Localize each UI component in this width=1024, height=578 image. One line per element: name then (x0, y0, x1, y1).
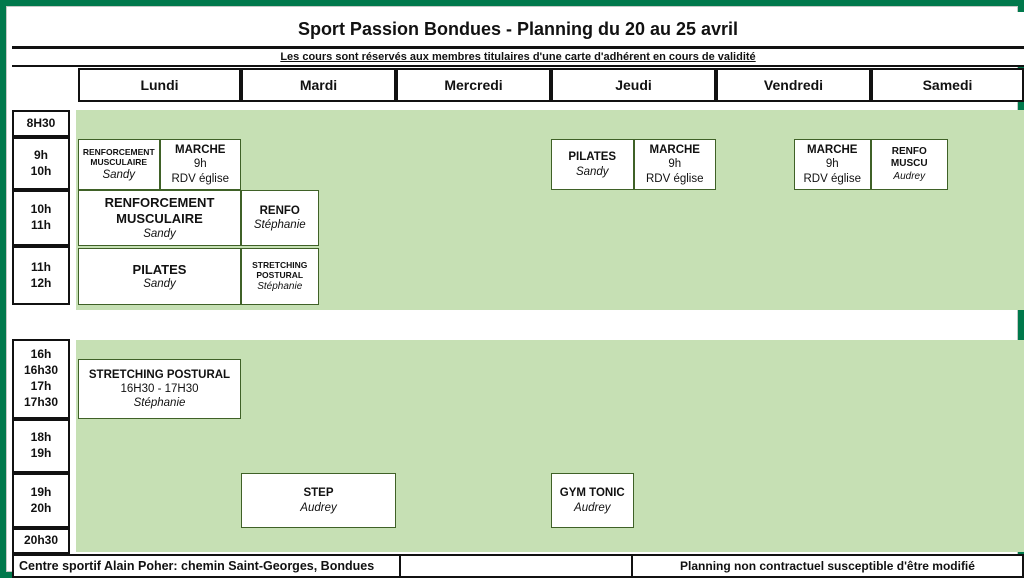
card-line: Audrey (574, 501, 611, 514)
card-line: 9h (825, 158, 839, 171)
card-line: Audrey (300, 501, 337, 514)
card-line: MARCHE (807, 144, 858, 157)
card-line: RDV église (803, 172, 862, 185)
card-line: STRETCHING POSTURAL (88, 368, 231, 381)
time-label: 20h30 (23, 533, 59, 548)
planning-content: Sport Passion Bondues - Planning du 20 a… (12, 12, 1024, 578)
card-line: GYM TONIC (559, 487, 625, 500)
time-label: 8H30 (26, 115, 56, 130)
card-line: Audrey (893, 170, 926, 182)
time-label: 12h (30, 275, 52, 290)
day-header-mercredi: Mercredi (396, 68, 551, 102)
day-header-lundi: Lundi (78, 68, 241, 102)
time-label: 10h (30, 163, 52, 178)
card-line: RENFORCEMENT (104, 195, 215, 211)
card-line: STEP (303, 487, 334, 500)
card-line: PILATES (568, 151, 617, 164)
card-renfo-mardi-10h: RENFO Stéphanie (241, 190, 319, 246)
card-line: PILATES (132, 261, 187, 277)
card-line: 9h (193, 158, 207, 171)
card-line: Stéphanie (133, 397, 186, 409)
time-label: 19h (30, 446, 52, 460)
card-line: RENFO (891, 146, 927, 158)
card-line: 9h (668, 158, 682, 171)
card-line: MUSCULAIRE (90, 157, 148, 168)
time-label: 20h (30, 500, 52, 515)
time-label: 11h (30, 218, 51, 232)
footer-address: Centre sportif Alain Poher: chemin Saint… (12, 554, 401, 578)
card-line: Sandy (143, 278, 176, 291)
card-line: MARCHE (175, 144, 226, 157)
card-line: RENFORCEMENT (82, 147, 155, 158)
footer-empty-box (399, 554, 633, 578)
time-label: 17h30 (23, 394, 59, 409)
card-line: Sandy (102, 168, 136, 181)
time-label: 10h (30, 202, 52, 217)
card-line: RDV église (171, 172, 230, 185)
card-line: Sandy (575, 165, 609, 178)
address-text: Centre sportif Alain Poher: chemin Saint… (19, 559, 375, 573)
time-label: 19h (30, 484, 52, 499)
time-slot-8h30: 8H30 (12, 110, 70, 137)
time-label: 17h (30, 379, 52, 393)
card-line: RDV église (645, 172, 704, 185)
time-label: 9h (33, 147, 48, 162)
time-label: 16h30 (23, 363, 59, 378)
card-line: MUSCU (890, 158, 928, 170)
card-line: MUSCULAIRE (116, 210, 203, 226)
card-line: Sandy (143, 227, 176, 240)
day-header-mardi: Mardi (241, 68, 396, 102)
card-line: RENFO (259, 204, 300, 217)
time-slot-20h30: 20h30 (12, 528, 70, 554)
day-header-jeudi: Jeudi (551, 68, 716, 102)
subtitle-bar: Les cours sont réservés aux membres titu… (12, 49, 1024, 67)
day-header-vendredi: Vendredi (716, 68, 871, 102)
time-label: 18h (30, 430, 52, 445)
card-line: POSTURAL (256, 270, 304, 281)
card-line: MARCHE (649, 144, 700, 157)
day-header-samedi: Samedi (871, 68, 1024, 102)
footer-disclaimer: Planning non contractuel susceptible d'ê… (631, 554, 1024, 578)
card-line: STRETCHING (252, 260, 308, 271)
page-title: Sport Passion Bondues - Planning du 20 a… (297, 18, 739, 39)
card-line: Stéphanie (253, 219, 306, 231)
time-label: 11h (30, 259, 51, 274)
title-bar: Sport Passion Bondues - Planning du 20 a… (12, 12, 1024, 49)
card-line: 16H30 - 17H30 (120, 382, 199, 395)
card-line: Stéphanie (257, 280, 303, 292)
membership-notice: Les cours sont réservés aux membres titu… (280, 51, 756, 63)
time-label: 16h (30, 347, 52, 362)
disclaimer-text: Planning non contractuel susceptible d'ê… (680, 559, 975, 573)
